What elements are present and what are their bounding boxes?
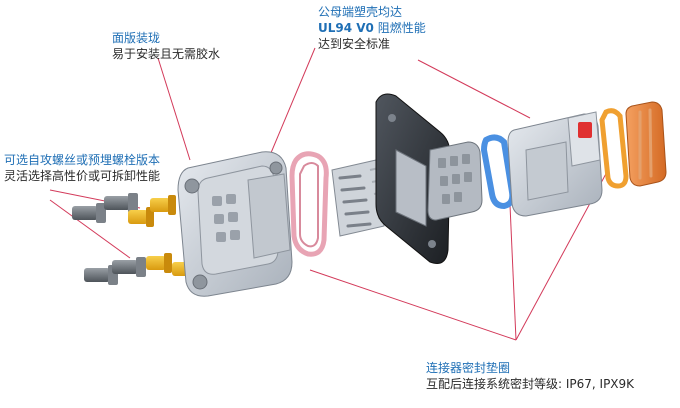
- annotation-title: 公母端塑壳均达: [318, 5, 403, 19]
- mounting-panel: [375, 93, 451, 264]
- leader-panel-mount: [157, 57, 191, 161]
- screw-set-upper: [72, 193, 176, 227]
- pin-cavities: [212, 194, 240, 242]
- rear-pin-module: [625, 101, 667, 187]
- annotation-title: 可选自攻螺丝或预埋螺栓版本: [4, 153, 161, 167]
- flame-retardant-label: 阻燃性能: [373, 21, 426, 35]
- leader-seal-2: [509, 204, 517, 341]
- annotation-rating: UL94 V0 阻燃性能: [318, 20, 426, 36]
- leader-housing-right: [417, 59, 531, 119]
- leader-screws-bottom: [49, 199, 131, 259]
- metal-screw: [72, 203, 106, 223]
- annotation-desc: 灵活选择高性价或可拆卸性能: [4, 169, 161, 183]
- mount-hole: [192, 274, 208, 290]
- brass-insert: [146, 253, 172, 273]
- inner-insert: [427, 141, 483, 221]
- metal-screw: [104, 193, 138, 213]
- annotation-desc: 互配后连接系统密封等级: IP67, IPX9K: [426, 377, 635, 391]
- screw-set-lower: [84, 253, 198, 285]
- annotation-title: 面版装珑: [112, 31, 161, 45]
- plug-housing: [507, 111, 603, 217]
- metal-screw: [112, 257, 146, 277]
- flange-housing: [177, 151, 293, 297]
- leader-housing-left: [267, 47, 316, 161]
- ul94-rating: UL94 V0: [318, 21, 374, 35]
- red-latch: [578, 122, 592, 138]
- annotation-panel-mount: 面版装珑 易于安装且无需胶水: [112, 30, 220, 62]
- mount-hole: [184, 178, 200, 194]
- metal-screw: [84, 265, 118, 285]
- annotation-desc: 易于安装且无需胶水: [112, 47, 221, 61]
- annotation-title: 连接器密封垫圈: [426, 361, 511, 375]
- annotation-housing: 公母端塑壳均达 UL94 V0 阻燃性能 达到安全标准: [318, 4, 426, 52]
- brass-insert: [150, 195, 176, 215]
- annotation-desc: 达到安全标准: [318, 37, 391, 51]
- brass-insert: [128, 207, 154, 227]
- leader-lines: [49, 47, 609, 341]
- leader-seal-1: [309, 269, 517, 341]
- mount-hole: [269, 161, 283, 175]
- blue-seal: [480, 134, 516, 210]
- annotation-seal: 连接器密封垫圈 互配后连接系统密封等级: IP67, IPX9K: [426, 360, 634, 392]
- pink-seal-ring: [289, 151, 329, 257]
- annotation-screws: 可选自攻螺丝或预埋螺栓版本 灵活选择高性价或可拆卸性能: [4, 152, 160, 184]
- orange-gasket: [599, 108, 629, 189]
